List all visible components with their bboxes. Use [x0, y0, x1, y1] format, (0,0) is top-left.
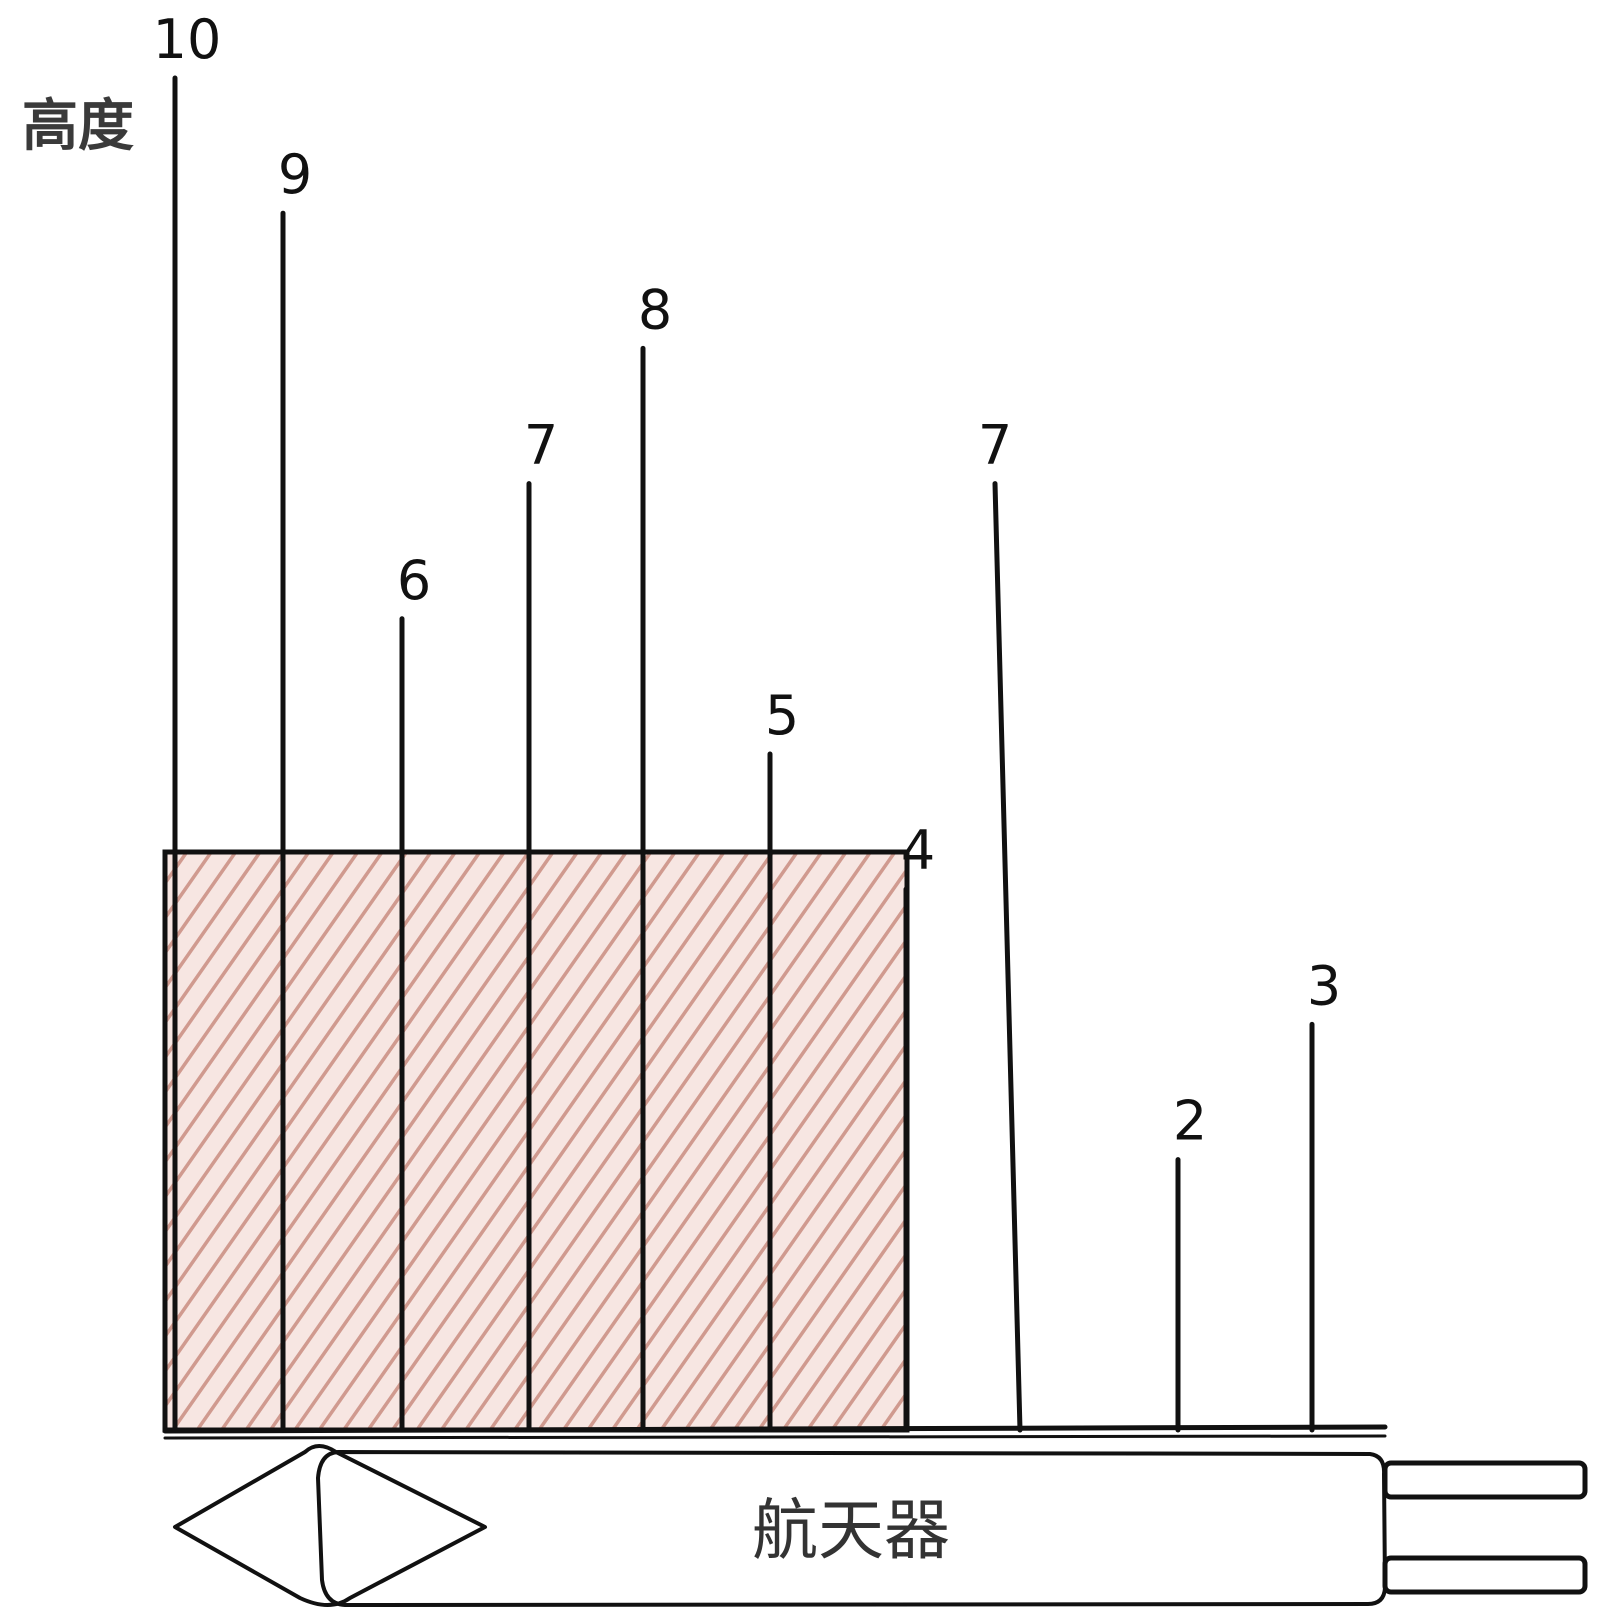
bar-label-4: 7 — [524, 414, 558, 477]
spacecraft-label: 航天器 — [752, 1492, 950, 1569]
bar-label-7: 4 — [901, 819, 935, 882]
spacecraft-body — [316, 1450, 1387, 1607]
bar-label-8: 7 — [978, 414, 1012, 477]
bar-lines — [172, 75, 1315, 1433]
bar-label-3: 6 — [397, 549, 431, 612]
bar-value-labels: 10 9 6 7 8 5 4 7 2 3 — [153, 8, 1342, 1153]
baseline — [162, 1424, 1388, 1440]
bar-line-8 — [992, 481, 1023, 1433]
spacecraft-thruster-top — [1382, 1460, 1588, 1500]
spacecraft-nose — [173, 1444, 487, 1607]
bar-label-6: 5 — [765, 684, 799, 747]
bar-label-5: 8 — [638, 278, 672, 341]
bar-label-9: 2 — [1173, 1090, 1207, 1153]
y-axis-label: 高度 — [22, 94, 134, 159]
bar-label-1: 10 — [153, 8, 222, 71]
highlight-band — [162, 849, 910, 1433]
bar-label-2: 9 — [278, 143, 312, 206]
bar-label-10: 3 — [1307, 954, 1341, 1017]
spacecraft: 航天器 — [173, 1444, 1588, 1607]
spacecraft-thruster-bottom — [1382, 1555, 1588, 1595]
